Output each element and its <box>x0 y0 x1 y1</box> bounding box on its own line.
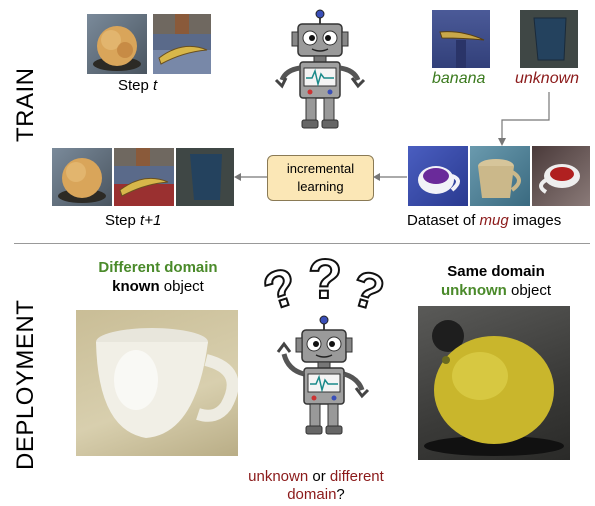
mug-image-step-t1 <box>176 148 234 206</box>
left-heading-line2: known object <box>78 277 238 296</box>
box-line-2: learning <box>297 179 344 194</box>
mug-dataset-image-1 <box>408 146 468 206</box>
mug-dataset-image-3 <box>532 146 590 206</box>
dataset-prefix: Dataset of <box>407 212 480 229</box>
right-object: object <box>506 282 552 299</box>
question-unknown: unknown <box>248 468 309 485</box>
dataset-suffix: images <box>508 212 562 229</box>
step-t-caption: Step t <box>118 77 157 94</box>
apple-image <box>87 14 147 74</box>
question-caption: unknown or different domain? <box>236 468 396 504</box>
section-divider <box>14 243 590 244</box>
banana-image-new <box>432 10 490 68</box>
unknown-label: unknown <box>515 70 580 87</box>
left-object: object <box>159 278 204 295</box>
question-marks-icon: ? ? ? <box>256 246 392 323</box>
right-heading: Same domain unknown object <box>418 262 574 300</box>
step-t-var: t <box>153 77 158 94</box>
incremental-learning-box: incremental learning <box>267 155 374 201</box>
unknown-mug-image <box>520 10 578 68</box>
step-t-prefix: Step <box>118 77 154 94</box>
banana-image-step-t1 <box>114 148 174 206</box>
dataset-mug: mug <box>479 212 509 229</box>
train-label: TRAIN <box>12 67 39 143</box>
question-different: different <box>329 468 384 485</box>
banana-image-step-t <box>153 14 211 74</box>
robot-icon <box>268 8 372 138</box>
apple-image-step-t1 <box>52 148 112 206</box>
left-heading-line1: Different domain <box>98 259 218 276</box>
lemon-image <box>418 306 570 460</box>
unknown-to-dataset-arrow <box>498 92 550 146</box>
question-or: or <box>308 468 330 485</box>
svg-text:?: ? <box>346 259 391 316</box>
step-t1-prefix: Step <box>105 212 141 229</box>
svg-text:?: ? <box>308 247 342 310</box>
dataset-caption: Dataset of mug images <box>407 212 561 229</box>
learning-to-step-arrow <box>234 173 268 181</box>
right-unknown: unknown <box>440 282 507 299</box>
step-t1-var: t+1 <box>140 212 162 229</box>
dataset-to-learning-arrow <box>373 173 407 181</box>
white-mug-image <box>76 310 238 456</box>
banana-label: banana <box>432 70 486 87</box>
question-domain: domain <box>287 486 337 503</box>
right-heading-line2: unknown object <box>418 281 574 300</box>
deployment-label: DEPLOYMENT <box>12 299 39 470</box>
left-heading: Different domain known object <box>78 258 238 296</box>
robot-waving-icon <box>266 314 376 444</box>
svg-text:?: ? <box>262 257 305 316</box>
step-t1-caption: Step t+1 <box>105 212 161 229</box>
right-heading-line1: Same domain <box>447 263 545 280</box>
left-known: known <box>112 278 160 295</box>
mug-dataset-image-2 <box>470 146 530 206</box>
box-line-1: incremental <box>286 161 355 176</box>
question-mark: ? <box>336 486 345 503</box>
